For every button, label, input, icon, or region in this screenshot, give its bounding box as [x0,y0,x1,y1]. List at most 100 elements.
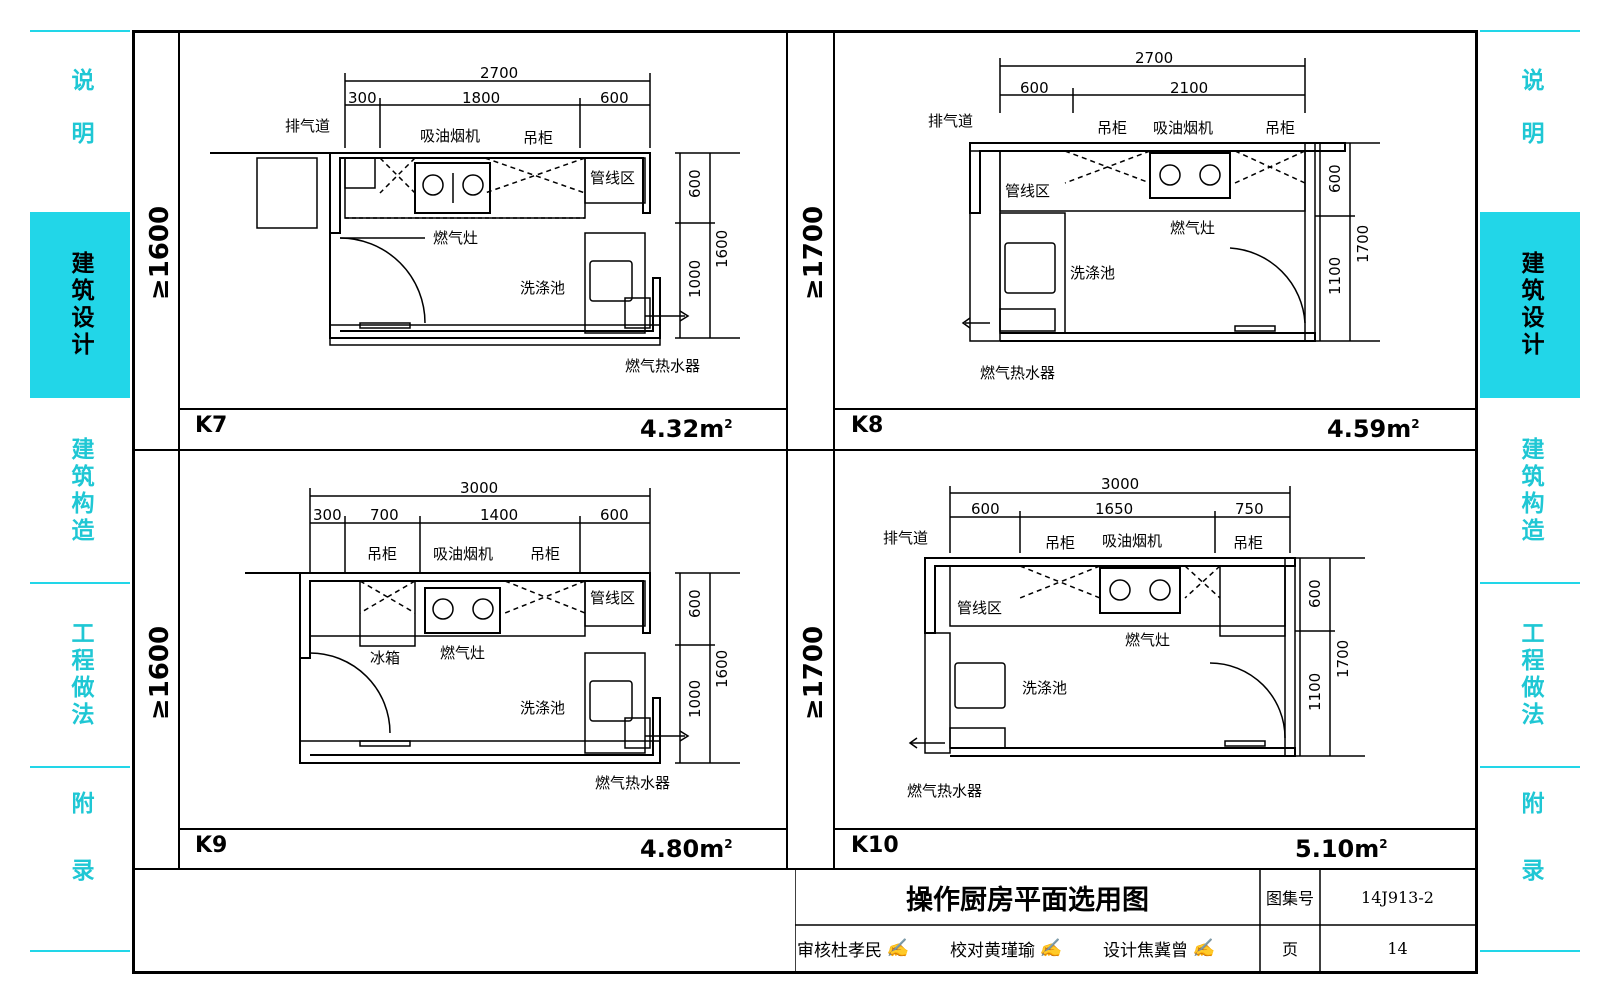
plan-area: 5.10m2 [1295,835,1388,863]
min-width-label: ≥1600 [145,625,176,721]
dim-text: 3000 [1101,475,1139,493]
tab-divider [1480,950,1580,952]
tab-jianzhu-sheji[interactable]: 建筑设计 [1480,212,1580,398]
tab-divider [30,766,130,768]
fridge-label: 冰箱 [370,649,400,667]
check-name: 黄瑾瑜 [984,940,1035,961]
pipe-zone-label: 管线区 [590,589,635,607]
left-index-sidebar: 说明 建筑设计 建筑构造 工程做法 附录 [30,30,130,974]
dim-text: 750 [1235,500,1264,518]
tab-label: 工程做法 [67,621,93,729]
cabinet-label: 吊柜 [1233,534,1263,552]
plan-code: K10 [851,833,899,858]
tab-divider [1480,766,1580,768]
plan-code: K8 [851,413,884,438]
cabinet-label: 吊柜 [523,129,553,147]
k10-labels: 3000 600 1650 750 排气道 吊柜 吸油烟机 吊柜 管线区 燃气灶… [883,475,1352,800]
tab-gongcheng-zuofa[interactable]: 工程做法 [30,584,130,766]
sink-label: 洗涤池 [520,279,565,297]
heater-label: 燃气热水器 [595,774,670,792]
tab-jianzhu-sheji[interactable]: 建筑设计 [30,212,130,398]
tab-label: 建筑构造 [67,437,93,545]
tab-fulu[interactable]: 附录 [1480,768,1580,948]
plan-k10 [908,486,1365,757]
plan-k8 [961,58,1380,342]
tab-label: 附录 [1517,791,1543,925]
dim-text: 2100 [1170,79,1208,97]
vent-label: 排气道 [883,529,928,547]
area-unit-sup: 2 [724,417,733,431]
dim-text: 600 [600,506,629,524]
min-width-label: ≥1600 [145,205,176,301]
plan-k7 [210,73,740,346]
right-index-sidebar: 说明 建筑设计 建筑构造 工程做法 附录 [1480,30,1580,974]
stove-label: 燃气灶 [1170,219,1215,237]
tab-jianzhu-gouzao[interactable]: 建筑构造 [1480,400,1580,582]
area-unit-sup: 2 [1379,837,1388,851]
review-signature: ✍ [886,937,909,959]
stove-label: 燃气灶 [433,229,478,247]
dim-text: 600 [686,169,704,198]
page-number: 14 [1387,938,1408,958]
heater-label: 燃气热水器 [907,782,982,800]
dim-text: 1000 [686,680,704,718]
min-width-label: ≥1700 [799,205,830,301]
plan-area: 4.32m2 [640,415,733,443]
dim-text: 600 [686,589,704,618]
min-width-label: ≥1700 [799,625,830,721]
sink-label: 洗涤池 [1070,264,1115,282]
pipe-zone-label: 管线区 [590,169,635,187]
area-unit-sup: 2 [1411,417,1420,431]
cabinet-label: 吊柜 [1097,119,1127,137]
dim-text: 1700 [1354,225,1372,263]
hood-label: 吸油烟机 [433,545,493,563]
tab-shuoming[interactable]: 说明 [30,30,130,212]
plan-area: 4.59m2 [1327,415,1420,443]
heater-label: 燃气热水器 [980,364,1055,382]
dim-text: 1700 [1334,640,1352,678]
tab-label: 建筑设计 [1517,251,1543,359]
dim-text: 600 [1306,579,1324,608]
k8-labels: 2700 600 2100 排气道 吊柜 吸油烟机 吊柜 管线区 燃气灶 洗涤池… [928,49,1372,382]
area-value: 4.59m [1327,415,1412,443]
hood-label: 吸油烟机 [1102,532,1162,550]
drawing-title: 操作厨房平面选用图 [906,884,1149,916]
design-signature: ✍ [1192,937,1215,959]
area-value: 5.10m [1295,835,1380,863]
atlas-number-label: 图集号 [1265,889,1314,908]
hood-label: 吸油烟机 [1153,119,1213,137]
tab-jianzhu-gouzao[interactable]: 建筑构造 [30,400,130,582]
tab-shuoming[interactable]: 说明 [1480,30,1580,212]
title-block: 操作厨房平面选用图 图集号 14J913-2 审核 杜孝民 ✍ 校对 黄瑾瑜 ✍… [795,869,1475,971]
dim-text: 2700 [1135,49,1173,67]
tab-divider [1480,30,1580,32]
tab-label: 建筑构造 [1517,437,1543,545]
tab-gongcheng-zuofa[interactable]: 工程做法 [1480,584,1580,766]
dim-text: 700 [370,506,399,524]
tab-label: 建筑设计 [67,251,93,359]
design-label: 设计 [1103,940,1137,961]
tab-fulu[interactable]: 附录 [30,768,130,948]
dim-text: 600 [971,500,1000,518]
tab-label: 说明 [1517,68,1543,174]
sink-label: 洗涤池 [1022,679,1067,697]
dim-text: 2700 [480,64,518,82]
dim-text: 1400 [480,506,518,524]
dim-text: 1650 [1095,500,1133,518]
review-label: 审核 [797,940,831,961]
design-name: 焦冀曾 [1137,940,1188,961]
area-unit-sup: 2 [724,837,733,851]
plan-k9 [245,488,740,764]
area-value: 4.80m [640,835,725,863]
dim-text: 1800 [462,89,500,107]
tab-divider [1480,582,1580,584]
k7-labels: 2700 300 1800 600 排气道 吸油烟机 吊柜 管线区 燃气灶 洗涤… [285,64,731,375]
tab-label: 工程做法 [1517,621,1543,729]
dim-text: 600 [1326,164,1344,193]
vent-label: 排气道 [285,117,330,135]
check-label: 校对 [950,940,984,961]
stove-label: 燃气灶 [440,644,485,662]
drawing-frame: 2700 300 1800 600 排气道 吸油烟机 吊柜 管线区 燃气灶 洗涤… [132,30,1478,974]
dim-text: 1100 [1326,257,1344,295]
heater-label: 燃气热水器 [625,357,700,375]
